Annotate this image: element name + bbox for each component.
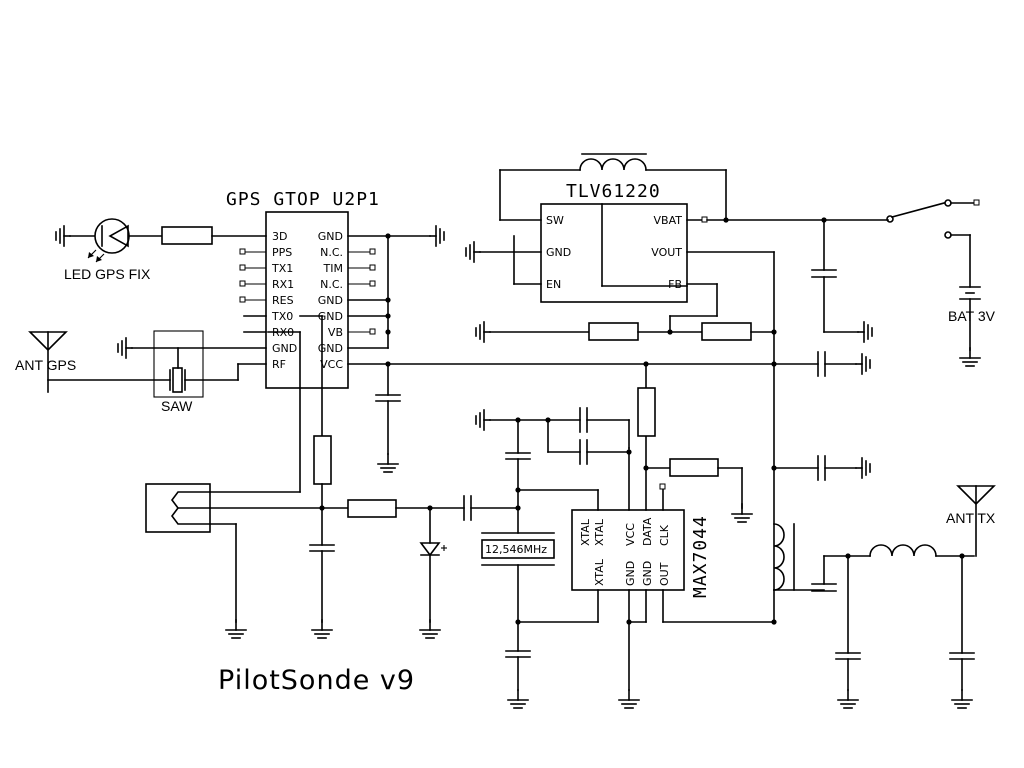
uart-connector (145, 483, 211, 533)
gps-pin-label-right: GND (318, 310, 343, 323)
gps-pin-label-right: N.C. (320, 278, 343, 291)
gps-pin-label-right: TIM (323, 262, 343, 275)
boost-pin-label-right: FB (668, 278, 682, 291)
resistor-fb-2 (701, 322, 752, 341)
transmitter-pin-label-bottom: GND (641, 561, 654, 586)
boost-pin-label-right: VBAT (654, 214, 683, 227)
transmitter-body (571, 509, 685, 591)
gps-pin-label-right: VCC (320, 358, 343, 371)
transmitter-pin-label-top: CLK (658, 524, 671, 546)
crystal (481, 539, 555, 559)
gps-pin-label-left: TX0 (271, 310, 293, 323)
gps-module-body (265, 211, 349, 389)
gps-pin-label-left: RF (272, 358, 286, 371)
ant-tx-label: ANT TX (946, 510, 996, 526)
gps-pin-label-left: RES (272, 294, 294, 307)
transmitter-pin-label-bottom: OUT (658, 562, 671, 586)
boost-pin-label-left: SW (546, 214, 564, 227)
boost-pin-label-left: EN (546, 278, 561, 291)
boost-pin-label-right: VOUT (651, 246, 682, 259)
transmitter-pin-label-bottom: XTAL (593, 558, 606, 586)
gps-right-pin-labels: GND N.C. TIM N.C. GND GND VB GND VCC (318, 230, 344, 371)
resistor-led (161, 226, 213, 245)
crystal-label: 12,546MHz (485, 543, 547, 556)
gps-pin-label-left: RX1 (272, 278, 294, 291)
gps-pin-label-right: N.C. (320, 246, 343, 259)
pin-res (239, 296, 246, 303)
gps-module-name: GPS GTOP U2P1 (226, 189, 380, 210)
schematic-title: PilotSonde v9 (218, 665, 415, 696)
gps-pin-label-left: TX1 (271, 262, 293, 275)
led-gps-fix: LED GPS FIX (55, 218, 163, 282)
resistor-data (669, 458, 719, 477)
pin-nc-2 (369, 280, 376, 287)
gps-pin-label-right: VB (328, 326, 343, 339)
saw-label: SAW (161, 398, 193, 414)
ant-gps-label: ANT GPS (15, 357, 76, 373)
gps-pin-label-right: GND (318, 230, 343, 243)
gps-pin-label-left: 3D (272, 230, 287, 243)
transmitter-pin-label-top: DATA (641, 517, 654, 546)
resistor-tx0 (313, 435, 332, 485)
saw-filter (153, 330, 204, 398)
transmitter-pin-label-bottom: GND (624, 561, 637, 586)
pin-rx1 (239, 280, 246, 287)
gps-pin-label-left: GND (272, 342, 297, 355)
gps-pin-label-left: PPS (272, 246, 292, 259)
transmitter-pin-label-top: XTAL (579, 518, 592, 546)
pin-tx1 (239, 264, 246, 271)
pin-tim (369, 264, 376, 271)
resistor-vcc (637, 387, 656, 437)
gps-antenna: ANT GPS (15, 331, 76, 393)
boost-pin-label-left: GND (546, 246, 571, 259)
resistor-data-in (347, 499, 397, 518)
tx-antenna: ANT TX (946, 485, 996, 557)
boost-converter: TLV61220 SW GND EN VBAT VOUT FB (540, 181, 688, 303)
transmitter-pin-label-top: VCC (624, 523, 637, 546)
bat-label: BAT 3V (948, 308, 996, 324)
boost-name: TLV61220 (566, 181, 661, 202)
gps-pin-label-right: GND (318, 294, 343, 307)
gps-module: GPS GTOP U2P1 3DPPSTX1RX1RESTX0RX0GNDRF … (226, 189, 380, 389)
boost-pin-labels: SW GND EN VBAT VOUT FB (546, 214, 682, 291)
transmitter-name: MAX7044 (690, 515, 711, 598)
transmitter-pin-label-top: XTAL (593, 518, 606, 546)
resistor-fb-1 (588, 322, 639, 341)
pin-nc-1 (369, 248, 376, 255)
led-label: LED GPS FIX (64, 266, 151, 282)
pin-pps (239, 248, 246, 255)
pin-vb (369, 328, 376, 335)
gps-pin-label-right: GND (318, 342, 343, 355)
